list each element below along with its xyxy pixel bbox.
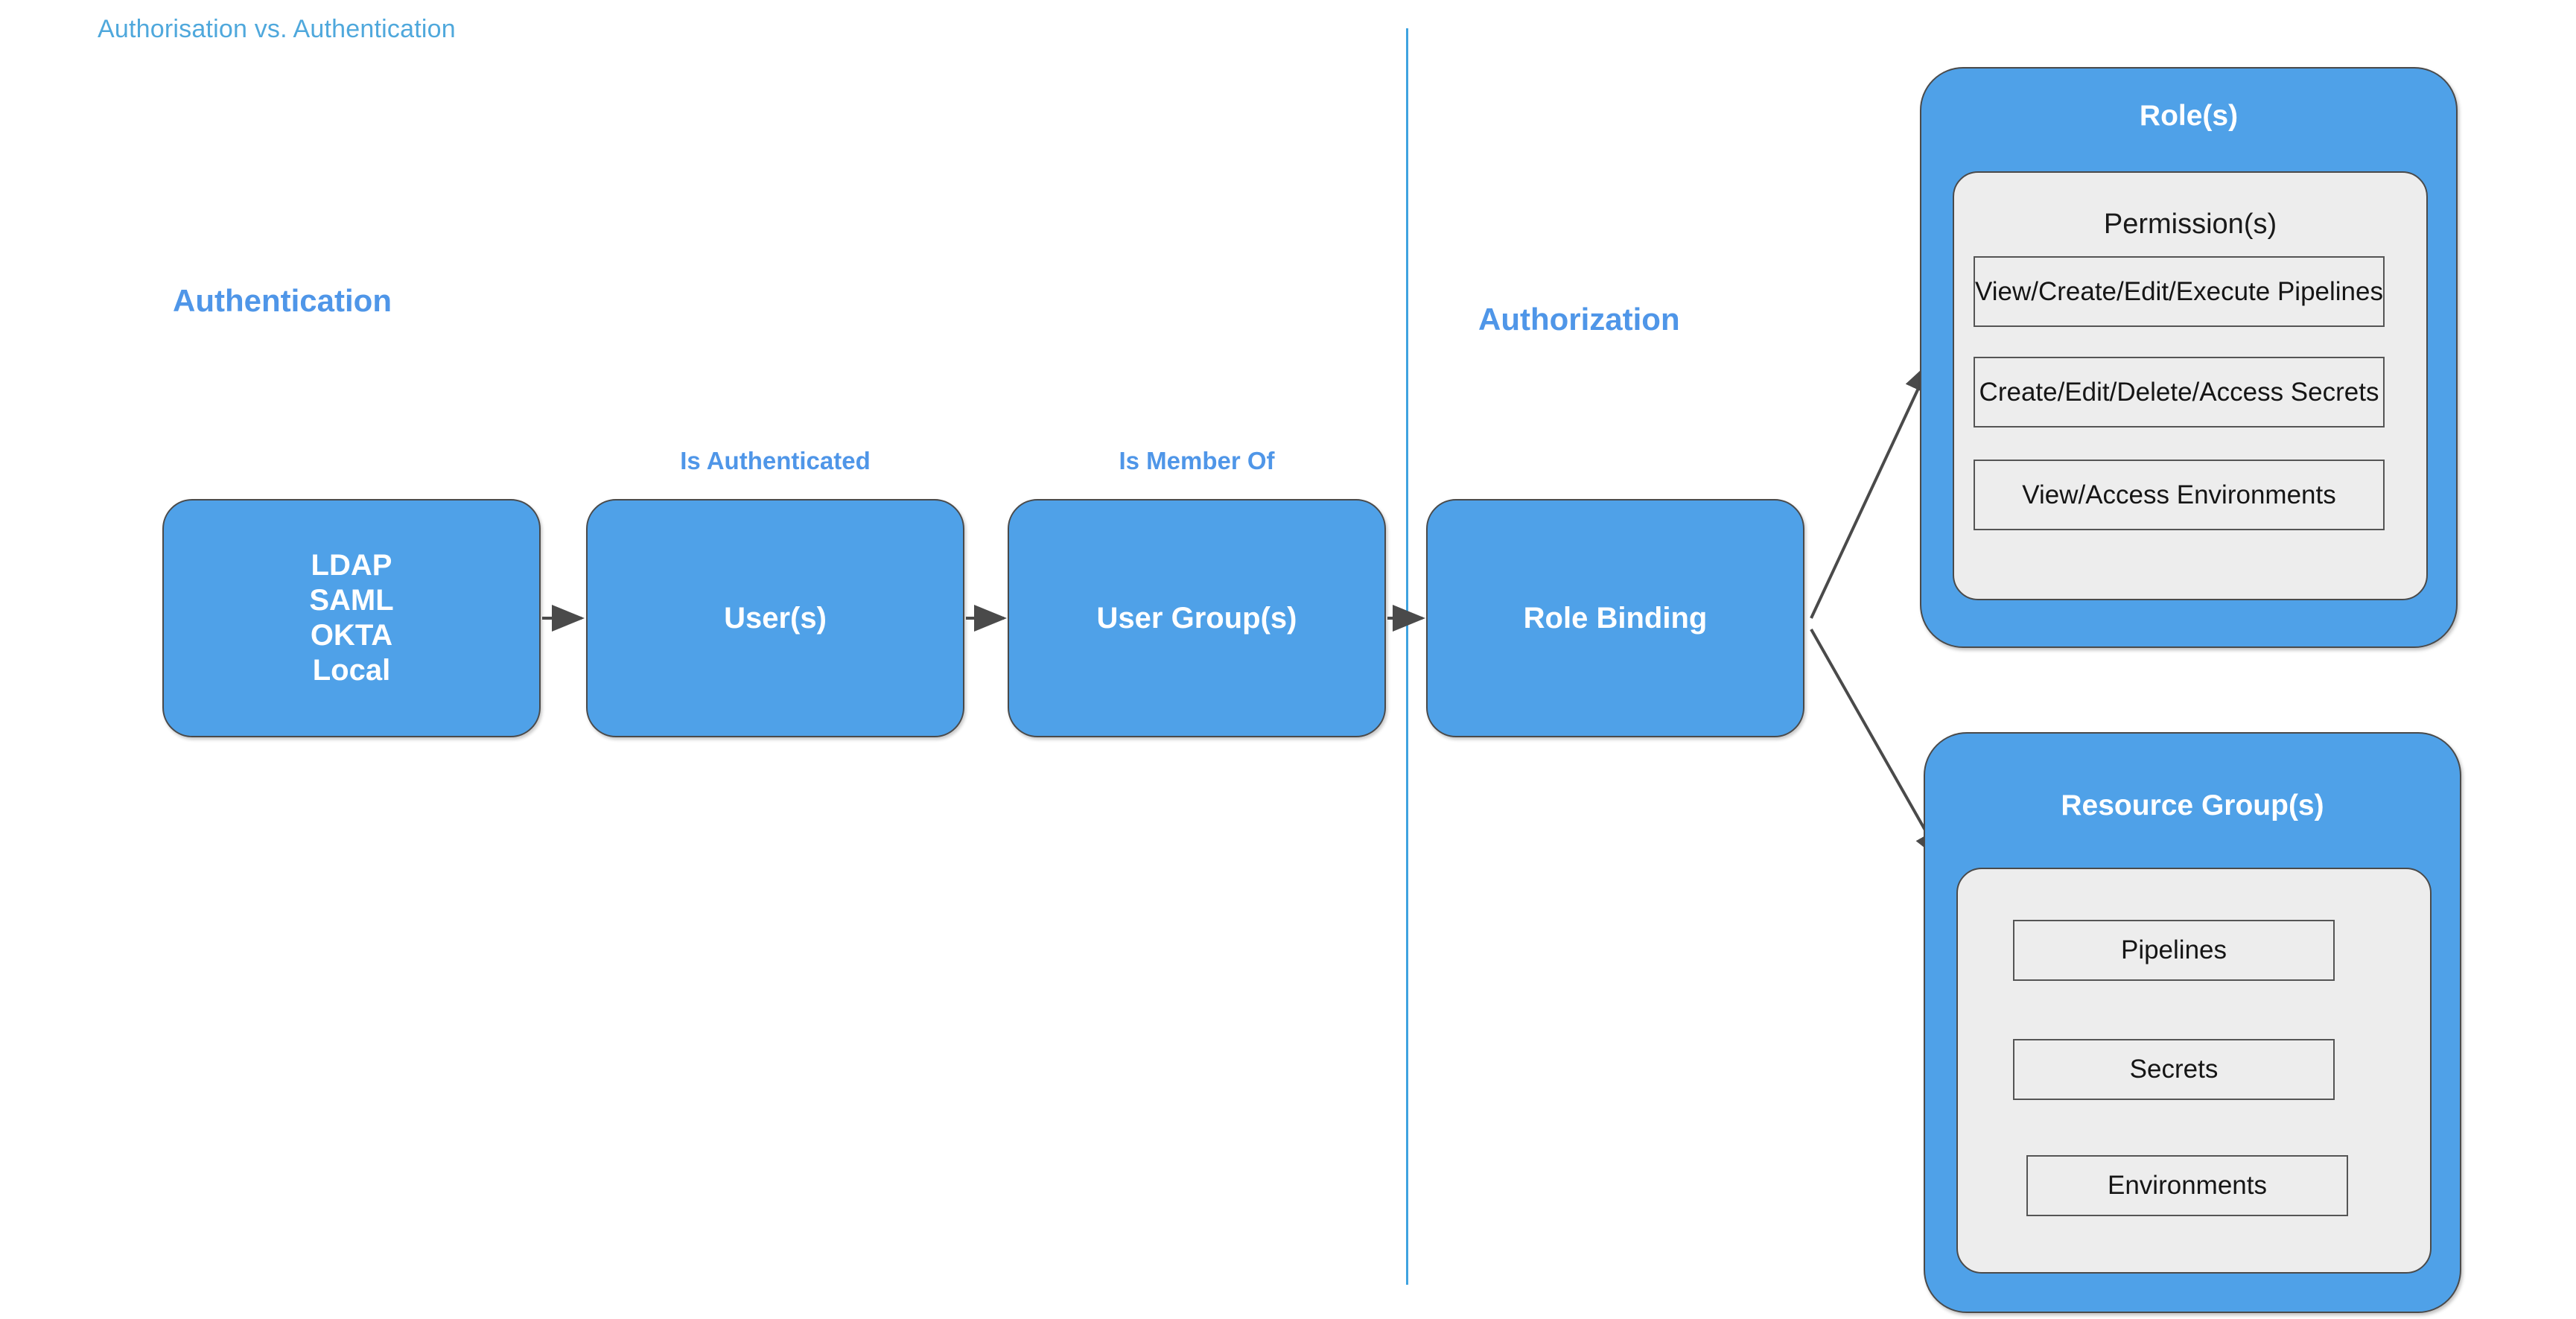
node-identity-sources[interactable]: LDAP SAML OKTA Local xyxy=(162,499,541,737)
node-role-binding[interactable]: Role Binding xyxy=(1426,499,1804,737)
permission-item[interactable]: View/Create/Edit/Execute Pipelines xyxy=(1974,256,2385,327)
node-user-groups[interactable]: User Group(s) xyxy=(1008,499,1386,737)
panel-roles-title: Role(s) xyxy=(2139,100,2239,132)
resource-item[interactable]: Environments xyxy=(2026,1155,2348,1216)
identity-source-ldap: LDAP xyxy=(311,548,392,582)
permission-item[interactable]: View/Access Environments xyxy=(1974,460,2385,530)
panel-roles[interactable]: Role(s) Permission(s) View/Create/Edit/E… xyxy=(1920,67,2458,648)
edge-label-is-authenticated: Is Authenticated xyxy=(680,447,871,474)
permission-item[interactable]: Create/Edit/Delete/Access Secrets xyxy=(1974,357,2385,428)
node-user-groups-label: User Group(s) xyxy=(1096,601,1297,635)
vertical-divider xyxy=(1406,28,1408,1285)
panel-resource-groups[interactable]: Resource Group(s) Pipelines Secrets Envi… xyxy=(1924,732,2461,1313)
resource-item[interactable]: Secrets xyxy=(2013,1039,2335,1100)
identity-source-okta: OKTA xyxy=(310,619,393,652)
arrow-rolebinding-to-resource-groups xyxy=(1810,629,1944,863)
panel-resource-groups-title: Resource Group(s) xyxy=(2061,789,2324,821)
page-title: Authorisation vs. Authentication xyxy=(98,15,456,43)
permissions-card-title: Permission(s) xyxy=(2103,209,2277,240)
resource-item[interactable]: Pipelines xyxy=(2013,920,2335,981)
section-heading-authentication: Authentication xyxy=(173,283,392,318)
arrow-rolebinding-to-roles xyxy=(1810,360,1932,619)
node-users-label: User(s) xyxy=(724,601,827,635)
identity-source-local: Local xyxy=(312,654,391,687)
node-users[interactable]: User(s) xyxy=(586,499,964,737)
section-heading-authorization: Authorization xyxy=(1478,302,1680,337)
resources-card: Pipelines Secrets Environments xyxy=(1956,868,2432,1274)
identity-source-saml: SAML xyxy=(309,583,394,617)
permissions-card: Permission(s) View/Create/Edit/Execute P… xyxy=(1953,171,2428,600)
node-role-binding-label: Role Binding xyxy=(1523,601,1708,635)
edge-label-is-member-of: Is Member Of xyxy=(1119,447,1275,474)
